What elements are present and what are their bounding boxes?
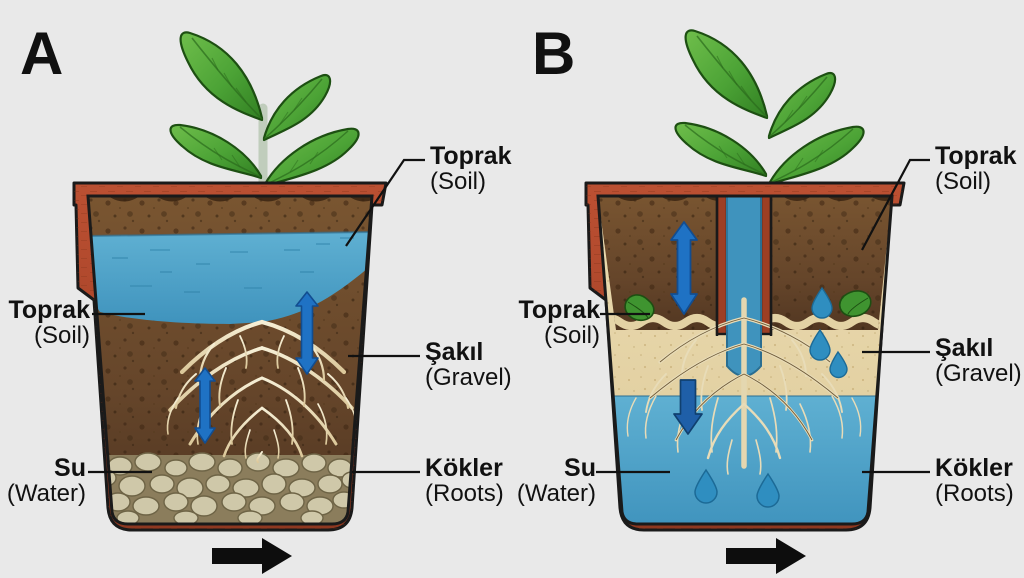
panel-a-artwork <box>72 31 425 574</box>
arrow-updown <box>194 367 216 444</box>
leaf <box>179 31 264 122</box>
label-term: Şakıl <box>425 338 484 366</box>
label-translation: (Soil) <box>33 321 90 349</box>
label-toprak-right-b: Toprak (Soil) <box>935 142 1017 195</box>
label-translation: (Soil) <box>543 321 600 349</box>
water-flow-arrows-b <box>670 221 703 435</box>
label-translation: (Roots) <box>425 479 504 507</box>
leader-lines-b <box>596 158 930 474</box>
label-term: Su <box>54 454 86 482</box>
water-droplets <box>694 286 848 508</box>
label-toprak-left-b: Toprak (Soil) <box>512 296 601 349</box>
panel-letter-a: A <box>20 20 63 87</box>
label-term: Kökler <box>425 454 503 482</box>
root-outlines-b <box>649 317 839 441</box>
label-term: Toprak <box>518 296 601 324</box>
label-term: Şakıl <box>935 334 994 362</box>
label-su-a: Su (Water) <box>0 454 86 507</box>
leaf <box>768 125 865 186</box>
buried-leaf <box>838 290 872 318</box>
pot-a-inner-outline <box>86 194 374 526</box>
label-toprak-right-a: Toprak (Soil) <box>430 142 512 195</box>
leaf <box>684 29 769 120</box>
pot-b-interior <box>598 196 892 524</box>
label-term: Su <box>564 454 596 482</box>
roots-a <box>166 296 358 463</box>
arrow-updown <box>670 221 698 315</box>
label-translation: (Gravel) <box>935 359 1022 387</box>
arrow-updown <box>295 291 319 375</box>
label-sakil-b: Şakıl (Gravel) <box>935 334 1022 387</box>
label-su-b: Su (Water) <box>512 454 596 507</box>
label-translation: (Soil) <box>935 167 992 195</box>
panel-letter-b: B <box>532 20 575 87</box>
leaf <box>767 71 837 140</box>
label-term: Kökler <box>935 454 1013 482</box>
label-translation: (Roots) <box>935 479 1014 507</box>
label-kokler-a: Kökler (Roots) <box>425 454 504 507</box>
pot-b-chamber-edges <box>715 196 773 336</box>
label-term: Toprak <box>935 142 1017 170</box>
leaf <box>169 123 263 180</box>
bottom-arrow-b <box>726 538 806 574</box>
arrow-down <box>673 379 703 435</box>
label-kokler-b: Kökler (Roots) <box>935 454 1014 507</box>
label-translation: (Gravel) <box>425 363 512 391</box>
water-ripples <box>112 237 354 293</box>
label-sakil-a: Şakıl (Gravel) <box>425 338 512 391</box>
leader-lines-a <box>88 158 425 474</box>
bottom-arrow-a <box>212 538 292 574</box>
pot-b-inner-outline <box>596 194 894 526</box>
label-toprak-left-a: Toprak (Soil) <box>0 296 91 349</box>
panel-b: B Toprak (Soil) Toprak (Soil) Şakıl (Gra… <box>512 0 1024 578</box>
label-translation: (Soil) <box>430 167 487 195</box>
label-translation: (Water) <box>516 479 596 507</box>
panel-b-artwork <box>584 29 930 574</box>
leaf <box>674 121 768 178</box>
water-flow-arrows-a <box>194 291 319 444</box>
label-term: Toprak <box>8 296 91 324</box>
panel-a: A Toprak (Soil) Toprak (Soil) Şakıl (Gra… <box>0 20 512 507</box>
label-translation: (Water) <box>6 479 86 507</box>
leaf <box>262 73 332 142</box>
leader-toprak-right-b <box>861 158 930 251</box>
label-term: Toprak <box>430 142 512 170</box>
leader-toprak-right-a <box>345 158 425 247</box>
